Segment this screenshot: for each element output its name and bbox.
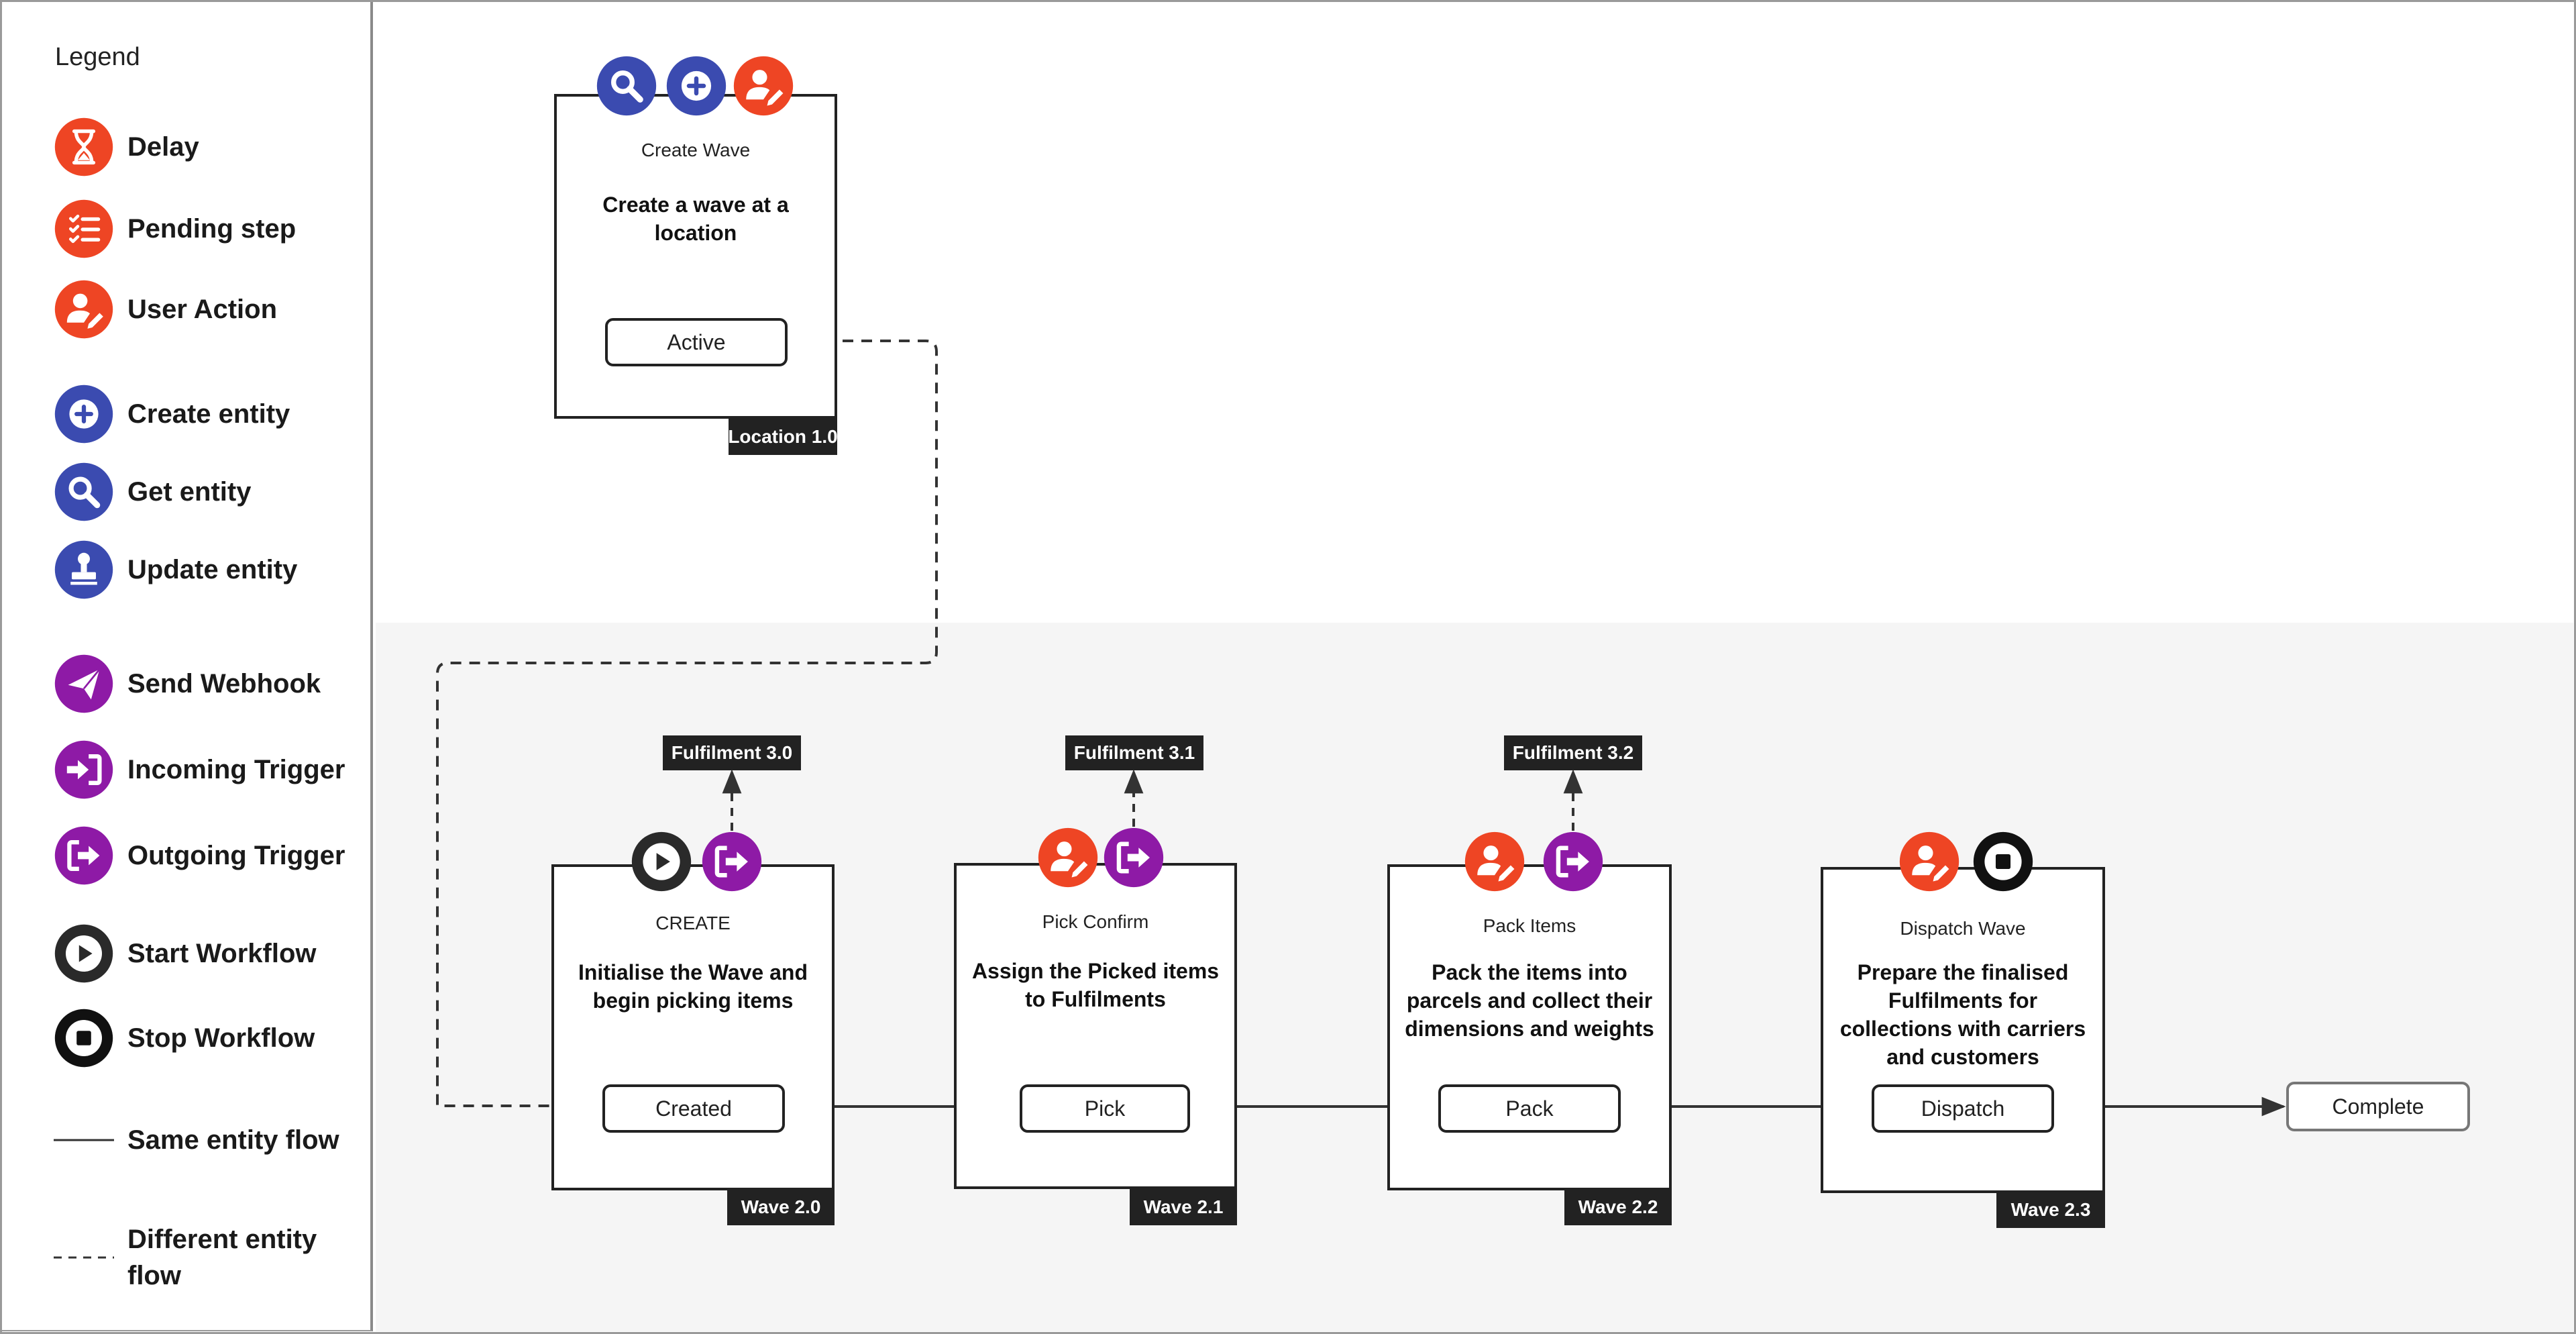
card-description: Create a wave at a location: [602, 193, 789, 245]
legend-label: Start Workflow: [127, 938, 317, 968]
card-name: Pick Confirm: [1042, 911, 1149, 932]
card-description: Assign the Picked items to Fulfilments: [971, 959, 1220, 1011]
state-complete[interactable]: Complete: [2286, 1082, 2470, 1131]
legend-label: User Action: [127, 294, 278, 324]
fulfilment-tag-3-0: Fulfilment 3.0: [663, 735, 801, 770]
fulfilment-tag-3-2: Fulfilment 3.2: [1504, 735, 1642, 770]
hourglass-icon: [54, 117, 114, 177]
version-tag-wave-2-2: Wave 2.2: [1564, 1189, 1672, 1225]
checklist-icon: [54, 199, 114, 259]
sign-out-icon[interactable]: [1542, 831, 1604, 892]
card-name: Pack Items: [1483, 915, 1576, 936]
sign-out-icon[interactable]: [701, 831, 763, 892]
plus-circle-icon: [54, 384, 114, 444]
state-active[interactable]: Active: [605, 318, 788, 366]
play-icon[interactable]: [631, 831, 692, 892]
legend-item-create-entity: Create entity: [54, 384, 290, 444]
legend-item-user-action: User Action: [54, 279, 277, 340]
version-tag-wave-2-3: Wave 2.3: [1996, 1192, 2105, 1228]
card-name: Create Wave: [641, 140, 751, 160]
paper-plane-icon: [54, 654, 114, 714]
dashed-line-icon: [54, 1256, 114, 1259]
card-name: CREATE: [655, 913, 731, 933]
legend-item-delay: Delay: [54, 117, 199, 177]
legend-label: Different entity flow: [127, 1225, 317, 1290]
legend-label: Send Webhook: [127, 668, 321, 699]
card-description: Prepare the finalised Fulfilments for co…: [1839, 960, 2086, 1069]
state-pick[interactable]: Pick: [1020, 1084, 1190, 1133]
legend-item-same-entity-flow: Same entity flow: [54, 1122, 349, 1158]
stop-icon[interactable]: [1972, 831, 2034, 892]
stop-icon: [54, 1008, 114, 1068]
legend-label: Incoming Trigger: [127, 754, 345, 784]
search-icon[interactable]: [596, 55, 657, 117]
wave-card-pick-confirm[interactable]: Pick Confirm Assign the Picked items to …: [954, 863, 1237, 1189]
state-dispatch[interactable]: Dispatch: [1872, 1084, 2054, 1133]
user-edit-icon[interactable]: [1464, 831, 1525, 892]
sign-out-icon[interactable]: [1103, 827, 1165, 888]
legend-item-stop-workflow: Stop Workflow: [54, 1008, 315, 1068]
card-description: Initialise the Wave and begin picking it…: [578, 960, 808, 1013]
legend-label: Delay: [127, 132, 199, 162]
legend-item-get-entity: Get entity: [54, 462, 251, 522]
legend-item-start-workflow: Start Workflow: [54, 923, 317, 984]
state-pack[interactable]: Pack: [1438, 1084, 1621, 1133]
wave-card-create[interactable]: CREATE Initialise the Wave and begin pic…: [551, 864, 835, 1190]
card-description: Pack the items into parcels and collect …: [1405, 960, 1654, 1041]
legend-label: Same entity flow: [127, 1125, 339, 1155]
user-edit-icon[interactable]: [1037, 827, 1099, 888]
state-created[interactable]: Created: [602, 1084, 785, 1133]
legend-item-different-entity-flow: Different entity flow: [54, 1221, 349, 1294]
legend-title: Legend: [55, 43, 140, 71]
play-icon: [54, 923, 114, 984]
legend-label: Create entity: [127, 399, 290, 429]
user-edit-icon: [54, 279, 114, 340]
legend-label: Stop Workflow: [127, 1023, 315, 1053]
version-tag-wave-2-0: Wave 2.0: [727, 1189, 835, 1225]
wave-card-pack-items[interactable]: Pack Items Pack the items into parcels a…: [1387, 864, 1672, 1190]
legend-label: Update entity: [127, 554, 298, 584]
legend-label: Get entity: [127, 476, 252, 507]
plus-circle-icon[interactable]: [665, 55, 727, 117]
stamp-icon: [54, 540, 114, 600]
location-card[interactable]: Create Wave Create a wave at a location …: [554, 94, 837, 419]
card-name: Dispatch Wave: [1900, 918, 2026, 939]
legend-label: Outgoing Trigger: [127, 840, 345, 870]
legend-item-incoming-trigger: Incoming Trigger: [54, 739, 345, 800]
legend-item-pending-step: Pending step: [54, 199, 296, 259]
legend-item-update-entity: Update entity: [54, 540, 297, 600]
solid-line-icon: [54, 1139, 114, 1141]
user-edit-icon[interactable]: [1898, 831, 1960, 892]
sign-in-icon: [54, 739, 114, 800]
legend-panel: Legend Delay Pending step User Action Cr…: [0, 0, 373, 1331]
version-tag-location: Location 1.0: [728, 419, 838, 455]
version-tag-wave-2-1: Wave 2.1: [1130, 1189, 1237, 1225]
legend-label: Pending step: [127, 213, 297, 244]
legend-item-outgoing-trigger: Outgoing Trigger: [54, 825, 345, 886]
user-edit-icon[interactable]: [733, 55, 794, 117]
legend-item-send-webhook: Send Webhook: [54, 654, 321, 714]
wave-card-dispatch-wave[interactable]: Dispatch Wave Prepare the finalised Fulf…: [1821, 867, 2105, 1193]
sign-out-icon: [54, 825, 114, 886]
search-icon: [54, 462, 114, 522]
fulfilment-tag-3-1: Fulfilment 3.1: [1065, 735, 1203, 770]
